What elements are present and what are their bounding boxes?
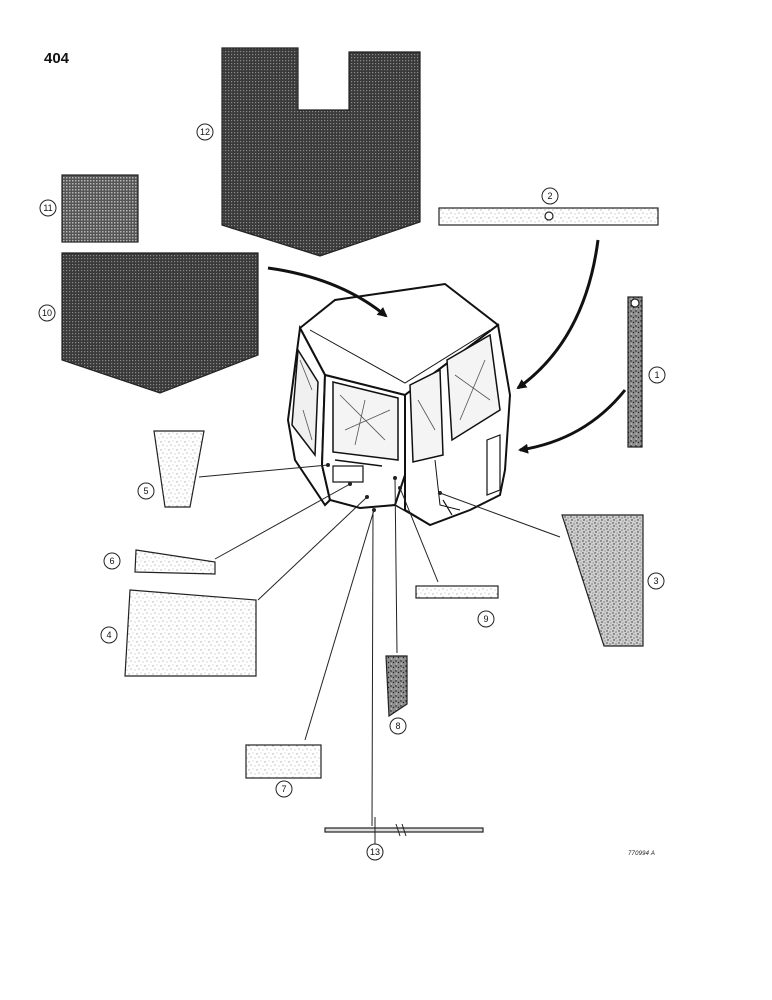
svg-text:10: 10 bbox=[42, 308, 52, 318]
insulation-panel-3 bbox=[561, 514, 644, 647]
callout-12: 12 bbox=[196, 123, 214, 141]
svg-text:12: 12 bbox=[200, 127, 210, 137]
arrow-strip-1-to-cab bbox=[518, 389, 627, 454]
leader-lines bbox=[198, 463, 561, 844]
callout-1: 1 bbox=[648, 366, 666, 384]
svg-text:1: 1 bbox=[654, 370, 659, 380]
insulation-strip-9 bbox=[415, 585, 499, 599]
callout-10: 10 bbox=[38, 304, 56, 322]
svg-text:3: 3 bbox=[653, 576, 658, 586]
svg-text:11: 11 bbox=[43, 203, 52, 213]
callout-5: 5 bbox=[137, 482, 155, 500]
strip-2-hole bbox=[544, 211, 554, 221]
callout-3: 3 bbox=[647, 572, 665, 590]
svg-text:7: 7 bbox=[281, 784, 286, 794]
svg-text:4: 4 bbox=[106, 630, 111, 640]
cab-assembly bbox=[286, 282, 512, 527]
arrow-strip-2-to-cab bbox=[516, 239, 600, 390]
insulation-panel-4 bbox=[124, 589, 257, 677]
insulation-panel-7 bbox=[245, 744, 322, 779]
svg-text:13: 13 bbox=[370, 847, 380, 857]
page-number: 404 bbox=[44, 50, 70, 67]
insulation-piece-8 bbox=[385, 655, 408, 718]
svg-text:6: 6 bbox=[109, 556, 114, 566]
insulation-panel-11 bbox=[61, 174, 139, 243]
callout-7: 7 bbox=[275, 780, 293, 798]
figure-code: 770994 A bbox=[628, 851, 656, 857]
callout-9: 9 bbox=[477, 610, 495, 628]
arrow-panel-10-to-cab bbox=[267, 266, 388, 318]
callout-4: 4 bbox=[100, 626, 118, 644]
callout-13: 13 bbox=[366, 843, 384, 861]
insulation-strip-13 bbox=[324, 823, 484, 837]
callout-11: 11 bbox=[39, 199, 57, 217]
svg-text:2: 2 bbox=[547, 191, 552, 201]
insulation-strip-6 bbox=[134, 549, 216, 575]
callout-6: 6 bbox=[103, 552, 121, 570]
svg-text:8: 8 bbox=[395, 721, 400, 731]
strip-1-hole bbox=[630, 298, 640, 308]
svg-text:9: 9 bbox=[483, 614, 488, 624]
insulation-strip-1 bbox=[627, 296, 643, 448]
insulation-panel-5 bbox=[153, 430, 205, 508]
svg-text:5: 5 bbox=[143, 486, 148, 496]
callout-2: 2 bbox=[541, 187, 559, 205]
insulation-panel-10 bbox=[61, 252, 259, 394]
callout-8: 8 bbox=[389, 717, 407, 735]
insulation-panel-12 bbox=[221, 47, 421, 257]
